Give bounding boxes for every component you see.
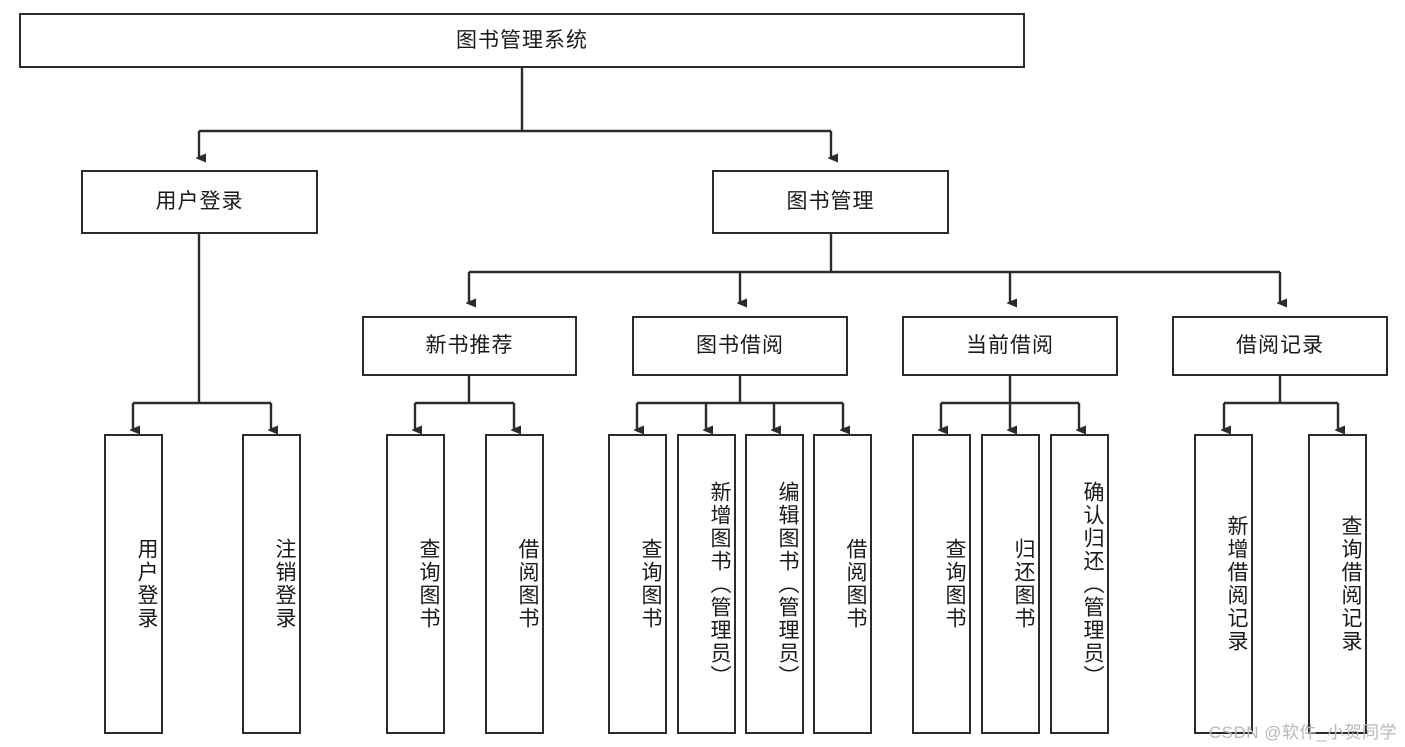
node-borrow-record[interactable]: 借阅记录 xyxy=(1172,316,1388,376)
leaf-user-login-logout[interactable]: 注销登录 xyxy=(242,434,301,734)
node-label: 用户登录 xyxy=(155,190,244,214)
csdn-watermark: CSDN @软件_小贺同学 xyxy=(1208,723,1397,742)
node-current-borrow[interactable]: 当前借阅 xyxy=(902,316,1118,376)
node-label: 用户登录 xyxy=(135,538,158,630)
node-label: 查询图书 xyxy=(943,538,966,630)
node-label: 借阅图书 xyxy=(844,538,867,630)
node-book-management[interactable]: 图书管理 xyxy=(712,170,949,234)
node-label: 新增图书（管理员） xyxy=(708,480,731,688)
leaf-current-borrow-confirm-return[interactable]: 确认归还（管理员） xyxy=(1050,434,1109,734)
node-label: 图书管理 xyxy=(786,190,875,214)
leaf-current-borrow-return[interactable]: 归还图书 xyxy=(981,434,1040,734)
leaf-user-login-login[interactable]: 用户登录 xyxy=(104,434,163,734)
node-new-book-recommend[interactable]: 新书推荐 xyxy=(362,316,577,376)
node-label: 编辑图书（管理员） xyxy=(776,480,799,688)
leaf-current-borrow-query[interactable]: 查询图书 xyxy=(912,434,971,734)
node-label: 查询借阅记录 xyxy=(1339,515,1362,653)
node-label: 归还图书 xyxy=(1012,538,1035,630)
node-label: 借阅图书 xyxy=(516,538,539,630)
node-root-book-management-system[interactable]: 图书管理系统 xyxy=(19,13,1025,68)
node-book-borrow[interactable]: 图书借阅 xyxy=(632,316,848,376)
leaf-book-borrow-query[interactable]: 查询图书 xyxy=(608,434,667,734)
node-label: 当前借阅 xyxy=(966,334,1054,358)
node-label: 查询图书 xyxy=(417,538,440,630)
leaf-borrow-record-add[interactable]: 新增借阅记录 xyxy=(1194,434,1253,734)
leaf-borrow-record-query[interactable]: 查询借阅记录 xyxy=(1308,434,1367,734)
node-label: 借阅记录 xyxy=(1236,334,1324,358)
leaf-new-book-borrow[interactable]: 借阅图书 xyxy=(485,434,544,734)
leaf-book-borrow-borrow[interactable]: 借阅图书 xyxy=(813,434,872,734)
node-user-login[interactable]: 用户登录 xyxy=(81,170,318,234)
leaf-book-borrow-add[interactable]: 新增图书（管理员） xyxy=(677,434,736,734)
leaf-new-book-query[interactable]: 查询图书 xyxy=(386,434,445,734)
node-label: 图书借阅 xyxy=(696,334,784,358)
node-label: 确认归还（管理员） xyxy=(1081,480,1104,688)
node-label: 注销登录 xyxy=(273,538,296,630)
node-label: 查询图书 xyxy=(639,538,662,630)
node-label: 图书管理系统 xyxy=(456,28,588,52)
leaf-book-borrow-edit[interactable]: 编辑图书（管理员） xyxy=(745,434,804,734)
node-label: 新书推荐 xyxy=(425,334,514,358)
node-label: 新增借阅记录 xyxy=(1225,515,1248,653)
